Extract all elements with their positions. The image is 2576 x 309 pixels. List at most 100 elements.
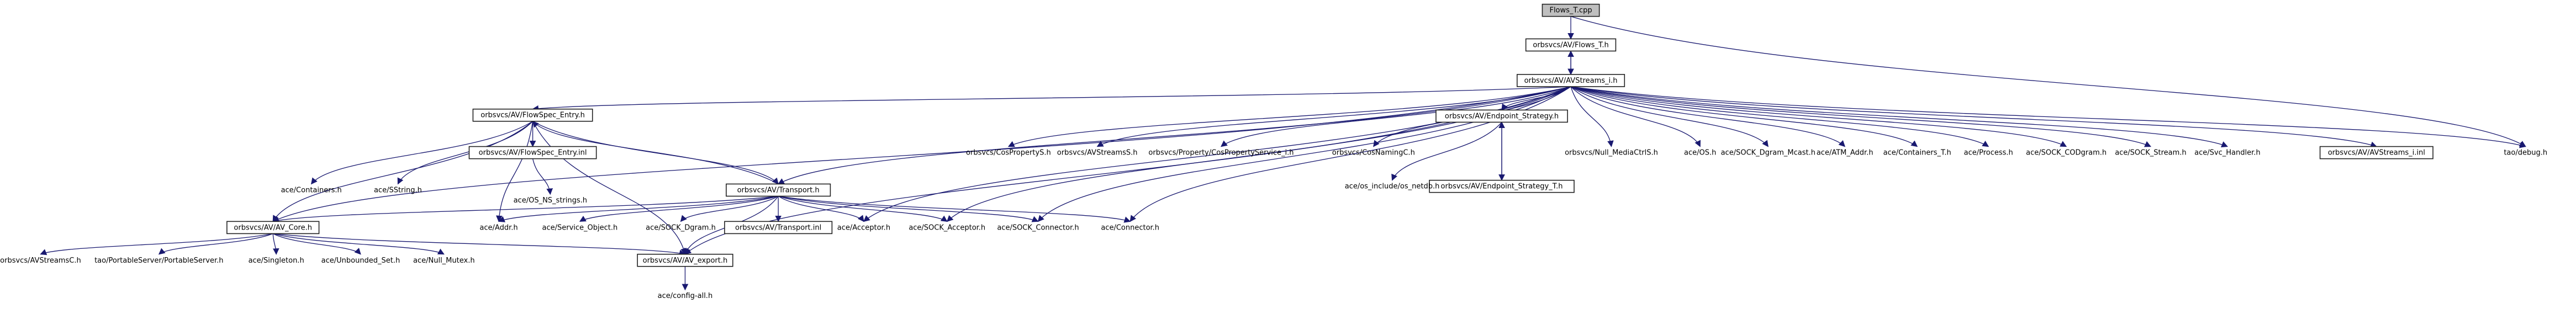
node-process-h[interactable]: ace/Process.h	[1964, 149, 2013, 157]
node-config-all-h[interactable]: ace/config-all.h	[658, 292, 713, 300]
edge-flowspec_entry_h-to-containers_h	[310, 121, 533, 185]
node-singleton-h[interactable]: ace/Singleton.h	[249, 257, 304, 265]
edge-avstreams_i_h-to-tao_debug_h	[1570, 86, 2526, 148]
edge-flowspec_entry_inl-to-os_ns_strings_h	[532, 158, 553, 195]
edge-flows_t_cpp-to-tao_debug_h	[1570, 16, 2526, 147]
node-label: tao/debug.h	[2504, 149, 2547, 157]
node-flows-t-cpp[interactable]: Flows_T.cpp	[1542, 3, 1600, 17]
node-box	[2319, 146, 2434, 159]
node-sock-dgram-mcast-h[interactable]: ace/SOCK_Dgram_Mcast.h	[1721, 149, 1815, 157]
node-service-object-h[interactable]: ace/Service_Object.h	[542, 223, 618, 232]
node-containers-t-h[interactable]: ace/Containers_T.h	[1883, 149, 1951, 157]
node-label: orbsvcs/AV/Endpoint_Strategy.h	[1445, 112, 1559, 120]
node-sock-acceptor-h[interactable]: ace/SOCK_Acceptor.h	[909, 223, 985, 232]
node-endpoint-strategy-h[interactable]: orbsvcs/AV/Endpoint_Strategy.h	[1435, 109, 1568, 123]
node-label: ace/Unbounded_Set.h	[321, 257, 400, 265]
node-endpoint-strategy-t-h[interactable]: orbsvcs/AV/Endpoint_Strategy_T.h	[1429, 179, 1575, 193]
edge-avstreams_i_h-to-containers_t_h	[1570, 86, 1918, 147]
node-cospropertyservice-i-h[interactable]: orbsvcs/Property/CosPropertyService_i.h	[1148, 149, 1294, 157]
dependency-edges	[40, 16, 2526, 291]
node-label: orbsvcs/AV/Transport.inl	[735, 223, 821, 232]
node-connector-h[interactable]: ace/Connector.h	[1101, 223, 1159, 232]
node-printableserver-h[interactable]: tao/PortableServer/PortableServer.h	[94, 257, 223, 265]
node-label: Flows_T.cpp	[1549, 7, 1592, 15]
node-label: ace/Process.h	[1964, 149, 2013, 157]
node-label: ace/Service_Object.h	[542, 223, 618, 232]
node-atm-addr-h[interactable]: ace/ATM_Addr.h	[1817, 149, 1873, 157]
node-containers-h[interactable]: ace/Containers.h	[281, 186, 342, 194]
node-label: ace/Null_Mutex.h	[413, 257, 475, 265]
edge-av_core_h-to-av_export_h	[273, 233, 686, 257]
node-box	[724, 221, 833, 235]
node-sock-dgram-h[interactable]: ace/SOCK_Dgram.h	[646, 223, 716, 232]
node-avstreamsc-h[interactable]: orbsvcs/AVStreamsC.h	[0, 257, 81, 265]
node-box	[726, 183, 831, 197]
node-sock-connector-h[interactable]: ace/SOCK_Connector.h	[997, 223, 1079, 232]
node-avstreams-i-inl[interactable]: orbsvcs/AV/AVStreams_i.inl	[2319, 146, 2434, 159]
edge-avstreams_i_h-to-os_h	[1570, 86, 1701, 147]
edge-flowspec_entry_h-to-addr_h	[495, 121, 534, 222]
node-av-core-h[interactable]: orbsvcs/AV/AV_Core.h	[226, 221, 320, 235]
edge-endpoint_strategy_h-to-os_include_netdb_h	[1391, 122, 1502, 181]
node-label: ace/SOCK_CODgram.h	[2026, 149, 2107, 157]
node-box	[472, 108, 593, 122]
edge-av_core_h-to-avstreamsc_h	[40, 233, 273, 255]
node-null-mutex-h[interactable]: ace/Null_Mutex.h	[413, 257, 475, 265]
node-sstring-h[interactable]: ace/SString.h	[374, 186, 422, 194]
node-label: ace/config-all.h	[658, 292, 713, 300]
edge-transport_h-to-sock_dgram_h	[680, 195, 779, 222]
node-label: ace/SOCK_Acceptor.h	[909, 223, 985, 232]
node-label: ace/SOCK_Connector.h	[997, 223, 1079, 232]
edge-transport_h-to-sock_connector_h	[778, 195, 1039, 222]
node-svc-handler-h[interactable]: ace/Svc_Handler.h	[2194, 149, 2260, 157]
node-avstreams-i-h[interactable]: orbsvcs/AV/AVStreams_i.h	[1516, 74, 1625, 87]
node-label: orbsvcs/AVStreamsC.h	[0, 257, 81, 265]
node-unbounded-set-h[interactable]: ace/Unbounded_Set.h	[321, 257, 400, 265]
node-box	[1516, 74, 1625, 87]
node-label: tao/PortableServer/PortableServer.h	[94, 257, 223, 265]
edge-transport_h-to-flowspec_entry_h	[532, 120, 779, 185]
node-transport-inl[interactable]: orbsvcs/AV/Transport.inl	[724, 221, 833, 235]
node-box	[226, 221, 320, 235]
node-flowspec-entry-inl[interactable]: orbsvcs/AV/FlowSpec_Entry.inl	[468, 146, 597, 159]
node-tao-debug-h[interactable]: tao/debug.h	[2504, 149, 2547, 157]
node-null-mediactrl-h[interactable]: orbsvcs/Null_MediaCtrlS.h	[1565, 149, 1658, 157]
node-cosproperty-s-h[interactable]: orbsvcs/CosPropertyS.h	[966, 149, 1051, 157]
node-box	[1435, 109, 1568, 123]
node-av-export-h[interactable]: orbsvcs/AV/AV_export.h	[637, 253, 733, 267]
edge-avstreams_i_h-to-cospropertyservice_i_h	[1221, 86, 1571, 147]
node-label: orbsvcs/AV/Flows_T.h	[1533, 41, 1608, 49]
edge-av_core_h-to-unbounded_set_h	[272, 233, 361, 255]
node-label: orbsvcs/Null_MediaCtrlS.h	[1565, 149, 1658, 157]
node-box	[1542, 3, 1600, 17]
node-label: ace/SOCK_Dgram_Mcast.h	[1721, 149, 1815, 157]
edge-flowspec_entry_h-to-sstring_h	[397, 121, 534, 185]
edge-avstreams_i_h-to-avstreams_s_h	[1096, 86, 1571, 147]
node-os-h[interactable]: ace/OS.h	[1684, 149, 1716, 157]
node-sock-stream-h[interactable]: ace/SOCK_Stream.h	[2115, 149, 2187, 157]
node-transport-h[interactable]: orbsvcs/AV/Transport.h	[726, 183, 831, 197]
node-flows-t-h[interactable]: orbsvcs/AV/Flows_T.h	[1525, 38, 1617, 52]
node-acceptor-h[interactable]: ace/Acceptor.h	[837, 223, 890, 232]
node-label: ace/SOCK_Dgram.h	[646, 223, 716, 232]
node-label: ace/ATM_Addr.h	[1817, 149, 1873, 157]
edge-avstreams_i_h-to-sock_codgram_h	[1570, 86, 2067, 147]
node-addr-h[interactable]: ace/Addr.h	[479, 223, 518, 232]
edge-avstreams_i_h-to-sock_stream_h	[1570, 86, 2152, 147]
node-avstreams-s-h[interactable]: orbsvcs/AVStreamsS.h	[1057, 149, 1138, 157]
node-cosnamingc-h[interactable]: orbsvcs/CosNamingC.h	[1332, 149, 1415, 157]
node-sock-codgram-h[interactable]: ace/SOCK_CODgram.h	[2026, 149, 2107, 157]
node-os-include-netdb-h[interactable]: ace/os_include/os_netdb.h	[1345, 183, 1440, 191]
node-label: ace/SString.h	[374, 186, 422, 194]
edge-transport_h-to-addr_h	[498, 195, 779, 222]
node-os-ns-strings-h[interactable]: ace/OS_NS_strings.h	[514, 196, 587, 205]
node-label: ace/SOCK_Stream.h	[2115, 149, 2187, 157]
edge-avstreams_i_h-to-av_core_h	[272, 86, 1571, 222]
edge-transport_h-to-av_core_h	[272, 195, 779, 223]
edge-avstreams_i_h-to-transport_h	[778, 86, 1571, 185]
node-label: orbsvcs/AV/Transport.h	[737, 186, 820, 194]
node-flowspec-entry-h[interactable]: orbsvcs/AV/FlowSpec_Entry.h	[472, 108, 593, 122]
node-label: ace/Svc_Handler.h	[2194, 149, 2260, 157]
edge-avstreams_i_h-to-sock_dgram_mcast_h	[1570, 86, 1769, 147]
edge-avstreams_i_h-to-atm_addr_h	[1570, 86, 1846, 147]
